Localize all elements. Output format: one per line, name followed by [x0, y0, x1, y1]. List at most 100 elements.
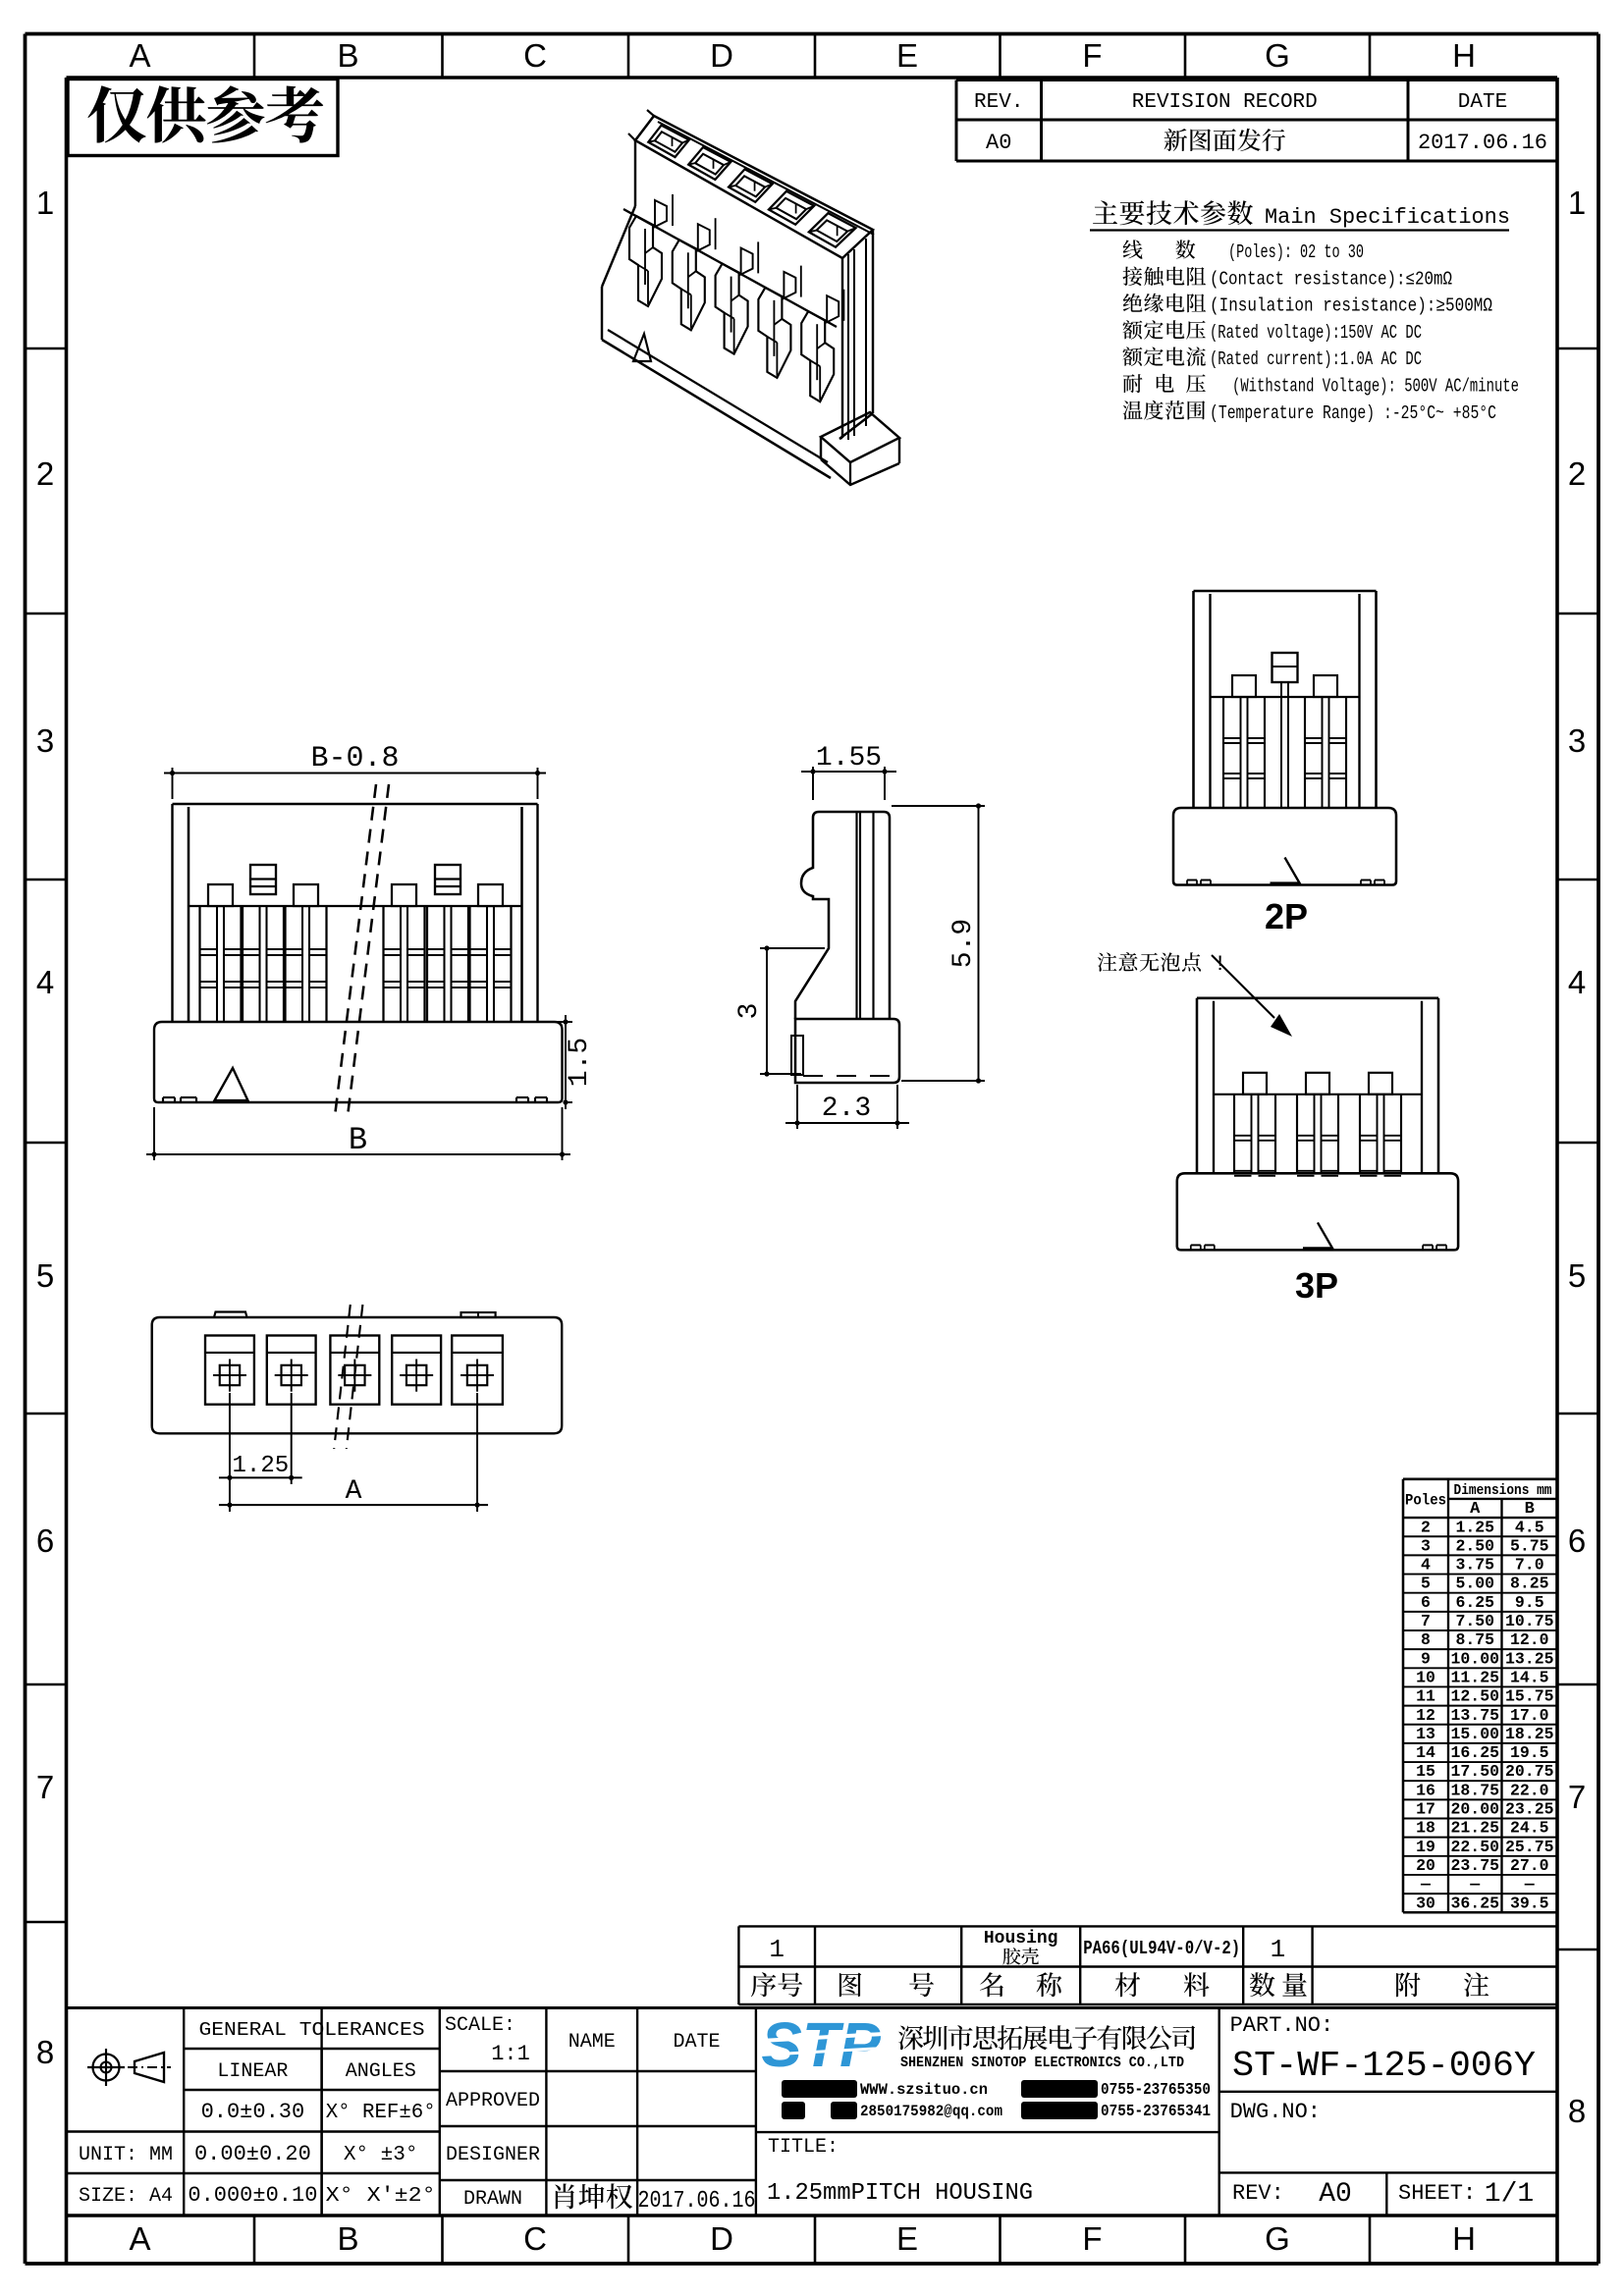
svg-text:1: 1: [36, 185, 54, 221]
svg-text:2017.06.16: 2017.06.16: [638, 2188, 756, 2215]
svg-text:A0: A0: [986, 131, 1011, 155]
svg-text:30: 30: [1416, 1894, 1435, 1912]
svg-text:15.00: 15.00: [1450, 1725, 1499, 1743]
svg-text:PA66(UL94V-0/V-2): PA66(UL94V-0/V-2): [1083, 1938, 1240, 1959]
svg-text:15.75: 15.75: [1505, 1687, 1554, 1706]
svg-text:10: 10: [1416, 1668, 1435, 1686]
svg-text:B: B: [1525, 1500, 1535, 1519]
svg-text:2850175982@qq.com: 2850175982@qq.com: [860, 2103, 1002, 2120]
svg-text:23.25: 23.25: [1505, 1800, 1554, 1819]
svg-text:ST-WF-125-006Y: ST-WF-125-006Y: [1232, 2046, 1536, 2086]
svg-text:2.50: 2.50: [1455, 1536, 1494, 1555]
svg-text:A: A: [129, 2220, 150, 2257]
svg-text:13: 13: [1416, 1725, 1435, 1743]
svg-text:2: 2: [36, 455, 54, 492]
svg-text:9: 9: [1421, 1649, 1431, 1668]
svg-text:2: 2: [1568, 455, 1586, 492]
svg-text:0.000±0.10: 0.000±0.10: [188, 2183, 317, 2208]
svg-text:8.75: 8.75: [1455, 1630, 1494, 1649]
svg-text:REV:: REV:: [1232, 2181, 1284, 2206]
svg-text:1:1: 1:1: [491, 2042, 530, 2066]
svg-text:39.5: 39.5: [1510, 1894, 1549, 1912]
svg-text:SHENZHEN SINOTOP ELECTRONICS C: SHENZHEN SINOTOP ELECTRONICS CO.,LTD: [900, 2056, 1184, 2071]
svg-text:5: 5: [1421, 1575, 1431, 1593]
svg-text:8: 8: [1421, 1630, 1431, 1649]
svg-text:23.75: 23.75: [1450, 1856, 1499, 1875]
svg-text:17.50: 17.50: [1450, 1762, 1499, 1781]
svg-text:REVISION RECORD: REVISION RECORD: [1132, 91, 1318, 114]
svg-text:5: 5: [1568, 1257, 1586, 1294]
svg-text:22.50: 22.50: [1450, 1838, 1499, 1856]
svg-text:0755-23765350: 0755-23765350: [1101, 2080, 1211, 2099]
svg-text:DRAWN: DRAWN: [463, 2188, 522, 2211]
svg-text:1: 1: [769, 1935, 785, 1964]
svg-text:B: B: [337, 37, 358, 74]
svg-text:4: 4: [1421, 1556, 1431, 1575]
svg-text:B: B: [349, 1122, 367, 1158]
svg-text:TITLE:: TITLE:: [768, 2136, 839, 2159]
svg-text:1: 1: [1568, 185, 1586, 221]
svg-text:14: 14: [1416, 1743, 1435, 1762]
svg-text:—: —: [1420, 1875, 1431, 1894]
svg-text:2017.06.16: 2017.06.16: [1418, 131, 1547, 155]
svg-text:15: 15: [1416, 1762, 1435, 1781]
svg-text:B-0.8: B-0.8: [310, 742, 399, 775]
svg-text:19.5: 19.5: [1510, 1743, 1549, 1762]
svg-text:1.5: 1.5: [565, 1038, 595, 1087]
svg-text:24.5: 24.5: [1510, 1819, 1549, 1838]
svg-text:0.0±0.30: 0.0±0.30: [201, 2100, 305, 2124]
svg-text:G: G: [1265, 37, 1290, 74]
svg-text:Housing: Housing: [984, 1929, 1058, 1949]
svg-text:DESIGNER: DESIGNER: [446, 2144, 540, 2166]
svg-text:18: 18: [1416, 1819, 1435, 1838]
svg-text:3: 3: [1568, 722, 1586, 759]
svg-text:G: G: [1265, 2220, 1290, 2257]
svg-text:13.75: 13.75: [1450, 1706, 1499, 1725]
svg-text:3.75: 3.75: [1455, 1556, 1494, 1575]
svg-text:6: 6: [1568, 1522, 1586, 1559]
svg-text:F: F: [1082, 37, 1102, 74]
svg-text:(Rated voltage):150V AC DC: (Rated voltage):150V AC DC: [1210, 322, 1422, 344]
svg-text:(Poles): 02 to 30: (Poles): 02 to 30: [1228, 241, 1364, 263]
svg-text:7.0: 7.0: [1515, 1556, 1544, 1575]
svg-text:—: —: [1524, 1875, 1535, 1894]
svg-text:3P: 3P: [1295, 1265, 1338, 1306]
svg-text:7: 7: [36, 1769, 54, 1805]
svg-text:ANGLES: ANGLES: [346, 2060, 416, 2083]
svg-text:5.75: 5.75: [1510, 1536, 1549, 1555]
svg-text:25.75: 25.75: [1505, 1838, 1554, 1856]
svg-text:1/1: 1/1: [1485, 2179, 1534, 2210]
svg-text:0755-23765341: 0755-23765341: [1101, 2102, 1211, 2120]
svg-text:2.3: 2.3: [822, 1094, 871, 1124]
svg-text:20.75: 20.75: [1505, 1762, 1554, 1781]
svg-text:(Temperature Range) :-25°C~ +8: (Temperature Range) :-25°C~ +85°C: [1210, 402, 1496, 424]
svg-text:SIZE: A4: SIZE: A4: [79, 2185, 173, 2208]
svg-text:16.25: 16.25: [1450, 1743, 1499, 1762]
svg-text:10.75: 10.75: [1505, 1612, 1554, 1630]
svg-text:B: B: [337, 2220, 358, 2257]
svg-text:4: 4: [1568, 964, 1586, 1000]
svg-text:11: 11: [1416, 1687, 1435, 1706]
svg-text:1.25: 1.25: [233, 1453, 290, 1479]
svg-text:17.0: 17.0: [1510, 1706, 1549, 1725]
svg-text:21.25: 21.25: [1450, 1819, 1499, 1838]
svg-text:SCALE:: SCALE:: [445, 2014, 515, 2037]
svg-text:1: 1: [1271, 1935, 1286, 1964]
svg-text:Poles: Poles: [1405, 1491, 1446, 1509]
svg-text:7: 7: [1568, 1779, 1586, 1815]
svg-text:APPROVED: APPROVED: [446, 2090, 540, 2112]
svg-text:UNIT: MM: UNIT: MM: [79, 2144, 173, 2166]
svg-text:X° X'±2°: X° X'±2°: [326, 2185, 436, 2208]
svg-text:2P: 2P: [1265, 896, 1308, 936]
svg-text:18.25: 18.25: [1505, 1725, 1554, 1743]
svg-text:19: 19: [1416, 1838, 1435, 1856]
svg-text:16: 16: [1416, 1781, 1435, 1799]
svg-text:12.0: 12.0: [1510, 1630, 1549, 1649]
svg-text:DATE: DATE: [673, 2031, 720, 2054]
svg-text:H: H: [1452, 37, 1476, 74]
svg-text:7: 7: [1421, 1612, 1431, 1630]
svg-text:8: 8: [36, 2034, 54, 2070]
svg-text:27.0: 27.0: [1510, 1856, 1549, 1875]
svg-text:22.0: 22.0: [1510, 1781, 1549, 1799]
svg-text:3: 3: [36, 722, 54, 759]
